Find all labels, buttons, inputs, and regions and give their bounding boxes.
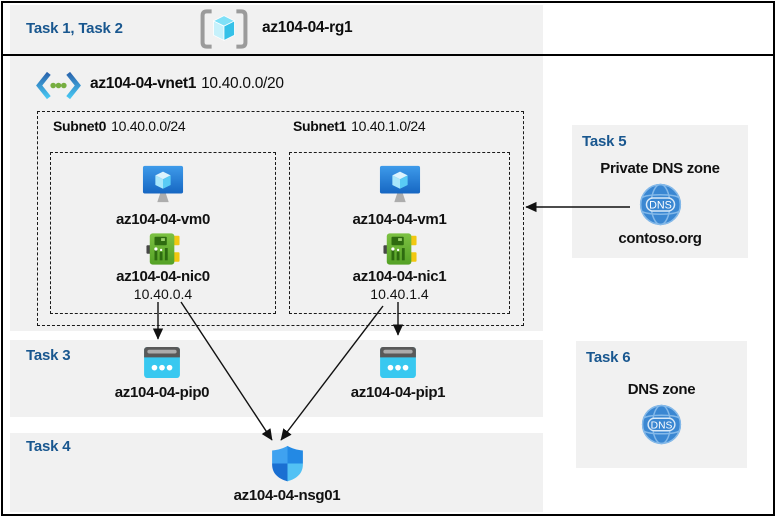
vm1-name: az104-04-vm1 bbox=[352, 211, 447, 228]
vnet-cidr: 10.40.0.0/20 bbox=[201, 75, 284, 92]
task5-panel: Task 5 Private DNS zone DNS contoso.org bbox=[572, 125, 748, 258]
resource-group-name: az104-04-rg1 bbox=[262, 19, 353, 36]
pip0-block: az104-04-pip0 bbox=[106, 346, 218, 401]
network-security-group-icon bbox=[271, 445, 303, 482]
task6-panel: Task 6 DNS zone DNS bbox=[576, 341, 747, 468]
subnet1-name: Subnet1 bbox=[293, 118, 347, 134]
pip1-block: az104-04-pip1 bbox=[342, 346, 454, 401]
pip0-name: az104-04-pip0 bbox=[114, 384, 210, 401]
nic1-ip: 10.40.1.4 bbox=[370, 286, 429, 302]
subnet0-cidr: 10.40.0.0/24 bbox=[111, 118, 186, 134]
private-dns-zone-title: Private DNS zone bbox=[600, 160, 720, 177]
virtual-network-icon bbox=[36, 71, 81, 100]
vm0-name: az104-04-vm0 bbox=[116, 211, 210, 228]
private-dns-zone-name: contoso.org bbox=[618, 230, 702, 247]
network-interface-icon bbox=[382, 233, 417, 265]
vnet-name: az104-04-vnet1 bbox=[90, 75, 197, 92]
dns-icon-text: DNS bbox=[651, 421, 673, 432]
task6-heading: Task 6 bbox=[586, 349, 631, 366]
nic1-name: az104-04-nic1 bbox=[352, 268, 447, 285]
subnet1-cidr: 10.40.1.0/24 bbox=[351, 118, 426, 134]
dns-zone-title: DNS zone bbox=[627, 381, 696, 398]
resource-group-banner: Task 1, Task 2 az104-04-rg1 bbox=[10, 5, 543, 54]
dns-zone-icon: DNS bbox=[641, 404, 682, 445]
network-interface-icon bbox=[146, 233, 180, 265]
nic0-name: az104-04-nic0 bbox=[116, 268, 210, 285]
nic0-ip: 10.40.0.4 bbox=[133, 286, 193, 302]
task5-heading: Task 5 bbox=[582, 133, 627, 150]
subnet1-vm-box: az104-04-vm1 az104-04-nic1 10.40.1.4 bbox=[289, 152, 510, 314]
task4-band: Task 4 az104-04-nsg01 bbox=[10, 433, 543, 512]
subnet0-name: Subnet0 bbox=[53, 118, 107, 134]
subnet0-vm-box: az104-04-vm0 az104-04-nic0 10.40.0.4 bbox=[50, 152, 276, 314]
nsg-name: az104-04-nsg01 bbox=[233, 487, 341, 504]
task-1-2-heading: Task 1, Task 2 bbox=[26, 20, 123, 37]
dns-icon-text: DNS bbox=[649, 200, 672, 212]
resource-group-icon bbox=[200, 9, 248, 49]
virtual-machine-icon bbox=[142, 165, 184, 203]
banner-divider-line bbox=[3, 54, 773, 56]
task3-band: Task 3 az104-04-pip0 az104-04-pip1 bbox=[10, 340, 543, 417]
public-ip-icon bbox=[144, 346, 180, 379]
public-ip-icon bbox=[380, 346, 416, 379]
dns-zone-icon: DNS bbox=[639, 183, 681, 226]
nsg-block: az104-04-nsg01 bbox=[217, 445, 357, 504]
pip1-name: az104-04-pip1 bbox=[350, 384, 446, 401]
task3-heading: Task 3 bbox=[26, 347, 71, 364]
task4-heading: Task 4 bbox=[26, 438, 71, 455]
virtual-machine-icon bbox=[379, 165, 420, 203]
